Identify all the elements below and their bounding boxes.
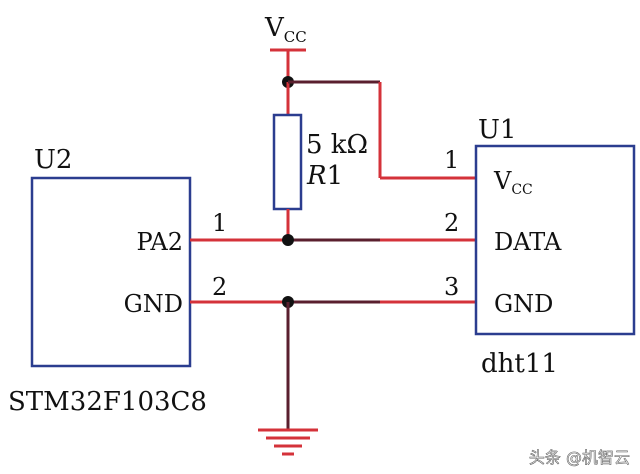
data-junction — [282, 234, 294, 246]
resistor-value: 5 kΩ — [306, 130, 368, 160]
u2-pin-name-gnd: GND — [124, 290, 183, 318]
u1-pin-name-gnd: GND — [494, 290, 553, 318]
u1-pin-name-data: DATA — [494, 228, 562, 256]
u1-pin-number-3: 3 — [444, 273, 459, 301]
u1-pin-name-vcc: VCC — [493, 167, 533, 198]
watermark: 头条 @机智云 — [529, 448, 630, 467]
u2-pin-name-pa2: PA2 — [136, 228, 183, 256]
u1-pin-number-2: 2 — [444, 209, 459, 237]
u2-pin-number-2: 2 — [212, 273, 227, 301]
u2-box — [30, 176, 192, 368]
ground-symbol — [258, 428, 318, 456]
u1-designator: U1 — [478, 115, 516, 145]
u1-box — [474, 144, 636, 336]
u2-pin-number-1: 1 — [212, 209, 227, 237]
u1-pin-number-1: 1 — [444, 146, 459, 174]
resistor-designator: R1 — [306, 161, 343, 191]
vcc-label: VCC — [264, 13, 307, 46]
u1-part-number: dht11 — [481, 349, 558, 379]
u2-designator: U2 — [34, 145, 72, 175]
u2-part-number: STM32F103C8 — [8, 387, 207, 417]
resistor-r1 — [272, 113, 303, 211]
